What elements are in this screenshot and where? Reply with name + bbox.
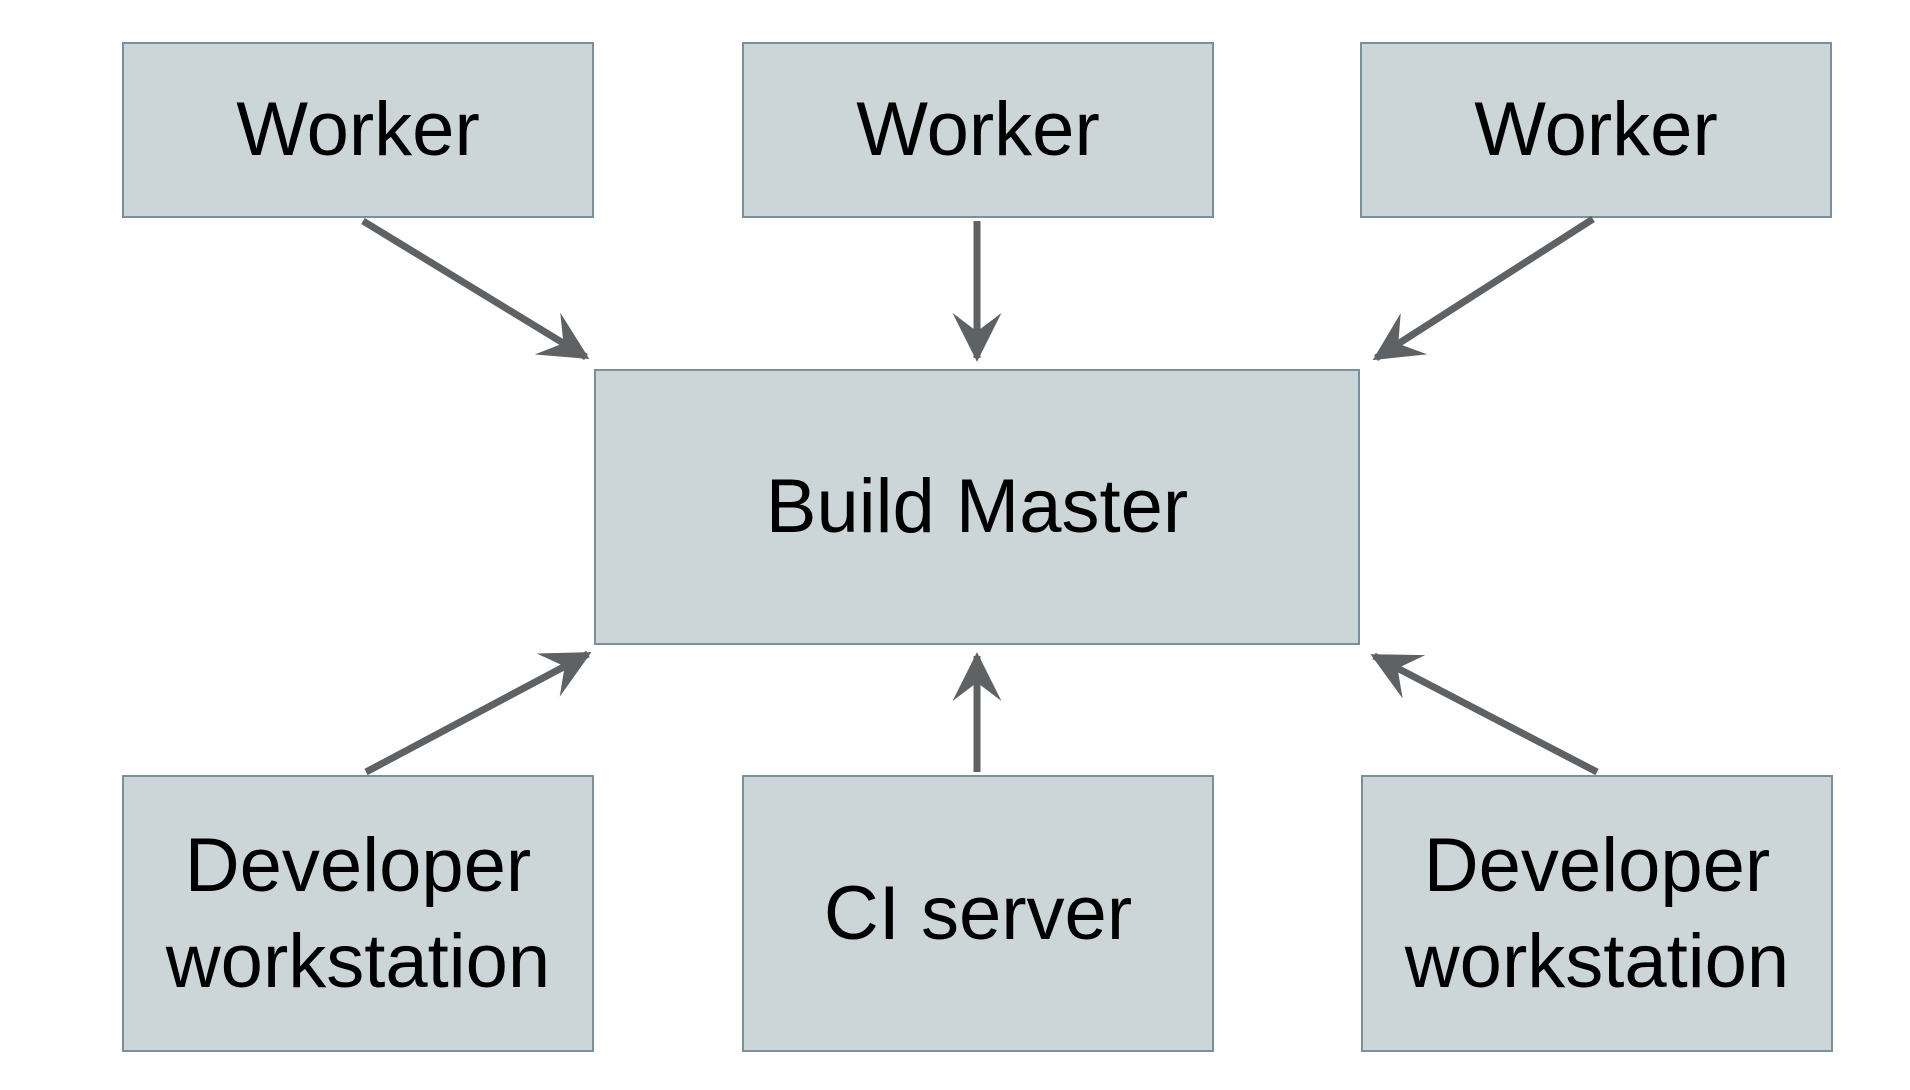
node-label: Build Master	[765, 464, 1189, 550]
node-worker-top-left: Worker	[122, 42, 594, 218]
node-worker-top-right: Worker	[1360, 42, 1832, 218]
node-worker-top-center: Worker	[742, 42, 1214, 218]
arrow-dev-right-to-build-master	[1370, 652, 1599, 776]
node-build-master: Build Master	[594, 369, 1360, 645]
node-label: Developer workstation	[165, 822, 551, 1004]
arrow-worker-left-to-build-master	[361, 218, 590, 360]
node-label: CI server	[823, 870, 1133, 956]
node-ci-server: CI server	[742, 775, 1214, 1052]
node-label: Worker	[856, 87, 1100, 173]
node-developer-workstation-right: Developer workstation	[1361, 775, 1833, 1052]
node-label: Worker	[1474, 87, 1718, 173]
arrow-dev-left-to-build-master	[364, 650, 592, 776]
arrow-worker-right-to-build-master	[1372, 216, 1595, 361]
node-label: Worker	[236, 87, 480, 173]
node-label: Developer workstation	[1404, 822, 1790, 1004]
node-developer-workstation-left: Developer workstation	[122, 775, 594, 1052]
